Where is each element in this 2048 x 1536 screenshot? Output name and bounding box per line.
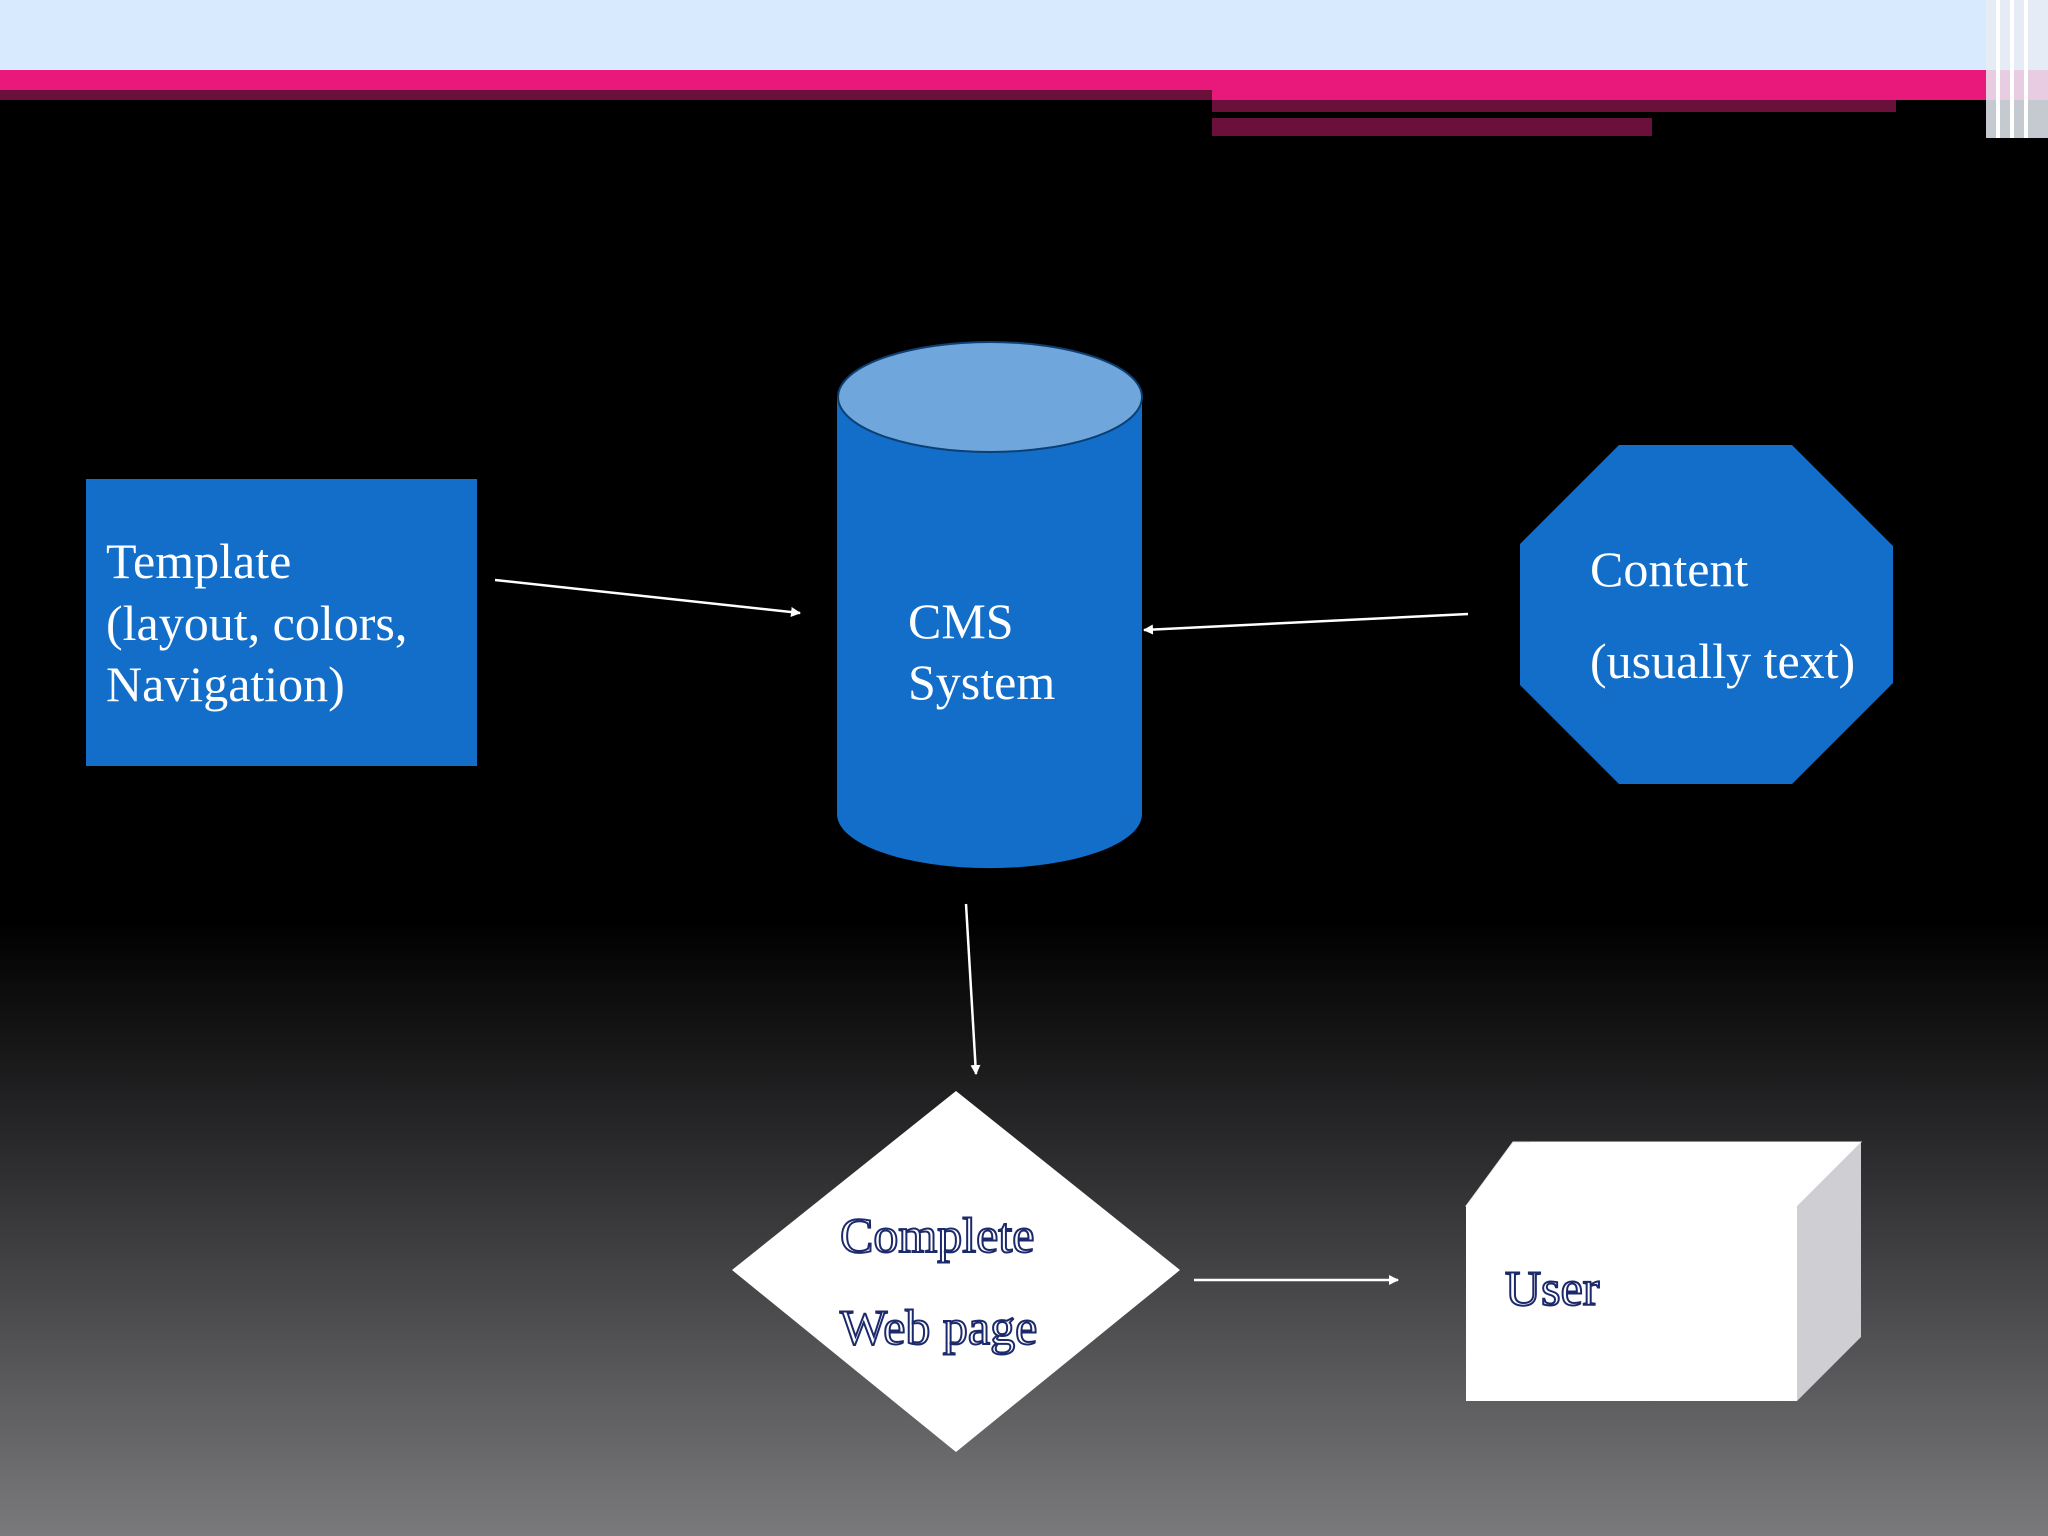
content-label-line-2: (usually text) [1590, 633, 1855, 689]
cms-label-line-1: CMS [908, 593, 1014, 649]
content-octagon [1520, 445, 1893, 784]
header-corner-line-3 [2024, 0, 2028, 138]
node-user: User [1465, 1141, 1863, 1401]
template-label-line-1: Template [106, 533, 291, 589]
cms-label-line-2: System [908, 654, 1055, 710]
edges [494, 578, 1469, 1285]
user-label: User [1505, 1260, 1600, 1316]
header-magenta-stripe [0, 70, 2048, 90]
edge-content-to-cms [1143, 612, 1469, 635]
webpage-diamond [732, 1091, 1180, 1452]
content-label-line-1: Content [1590, 541, 1748, 597]
node-webpage: Complete Web page [732, 1091, 1180, 1452]
user-cube-side [1797, 1142, 1861, 1401]
edge-template-to-cms [494, 578, 801, 618]
header-light-band [0, 0, 2048, 70]
header-corner-line-1 [1996, 0, 2000, 138]
node-cms: CMS System [837, 341, 1143, 869]
edge-cms-to-webpage [964, 903, 981, 1075]
header-corner-line-2 [2010, 0, 2014, 138]
header-maroon-bar-right-2 [1212, 118, 1652, 136]
webpage-label-line-2: Web page [840, 1299, 1037, 1355]
header-magenta-stripe-right [1212, 90, 2048, 100]
template-box [86, 479, 477, 766]
cms-cylinder-body [837, 398, 1142, 869]
header-decoration [0, 0, 2048, 138]
template-label-line-3: Navigation) [106, 656, 345, 712]
cms-cylinder-top [837, 341, 1143, 453]
node-content: Content (usually text) [1520, 445, 1893, 784]
cms-label: CMS System [908, 593, 1055, 710]
user-cube-front [1466, 1206, 1797, 1401]
header-maroon-stripe-left [0, 90, 1212, 100]
header-maroon-bar-right [1212, 100, 1896, 112]
template-label-line-2: (layout, colors, [106, 595, 407, 651]
header-corner-fade [1986, 0, 2048, 138]
webpage-label-line-1: Complete [840, 1207, 1034, 1263]
template-label: Template (layout, colors, Navigation) [106, 533, 420, 712]
user-cube-top-face [1466, 1142, 1861, 1206]
node-template: Template (layout, colors, Navigation) [86, 479, 477, 766]
